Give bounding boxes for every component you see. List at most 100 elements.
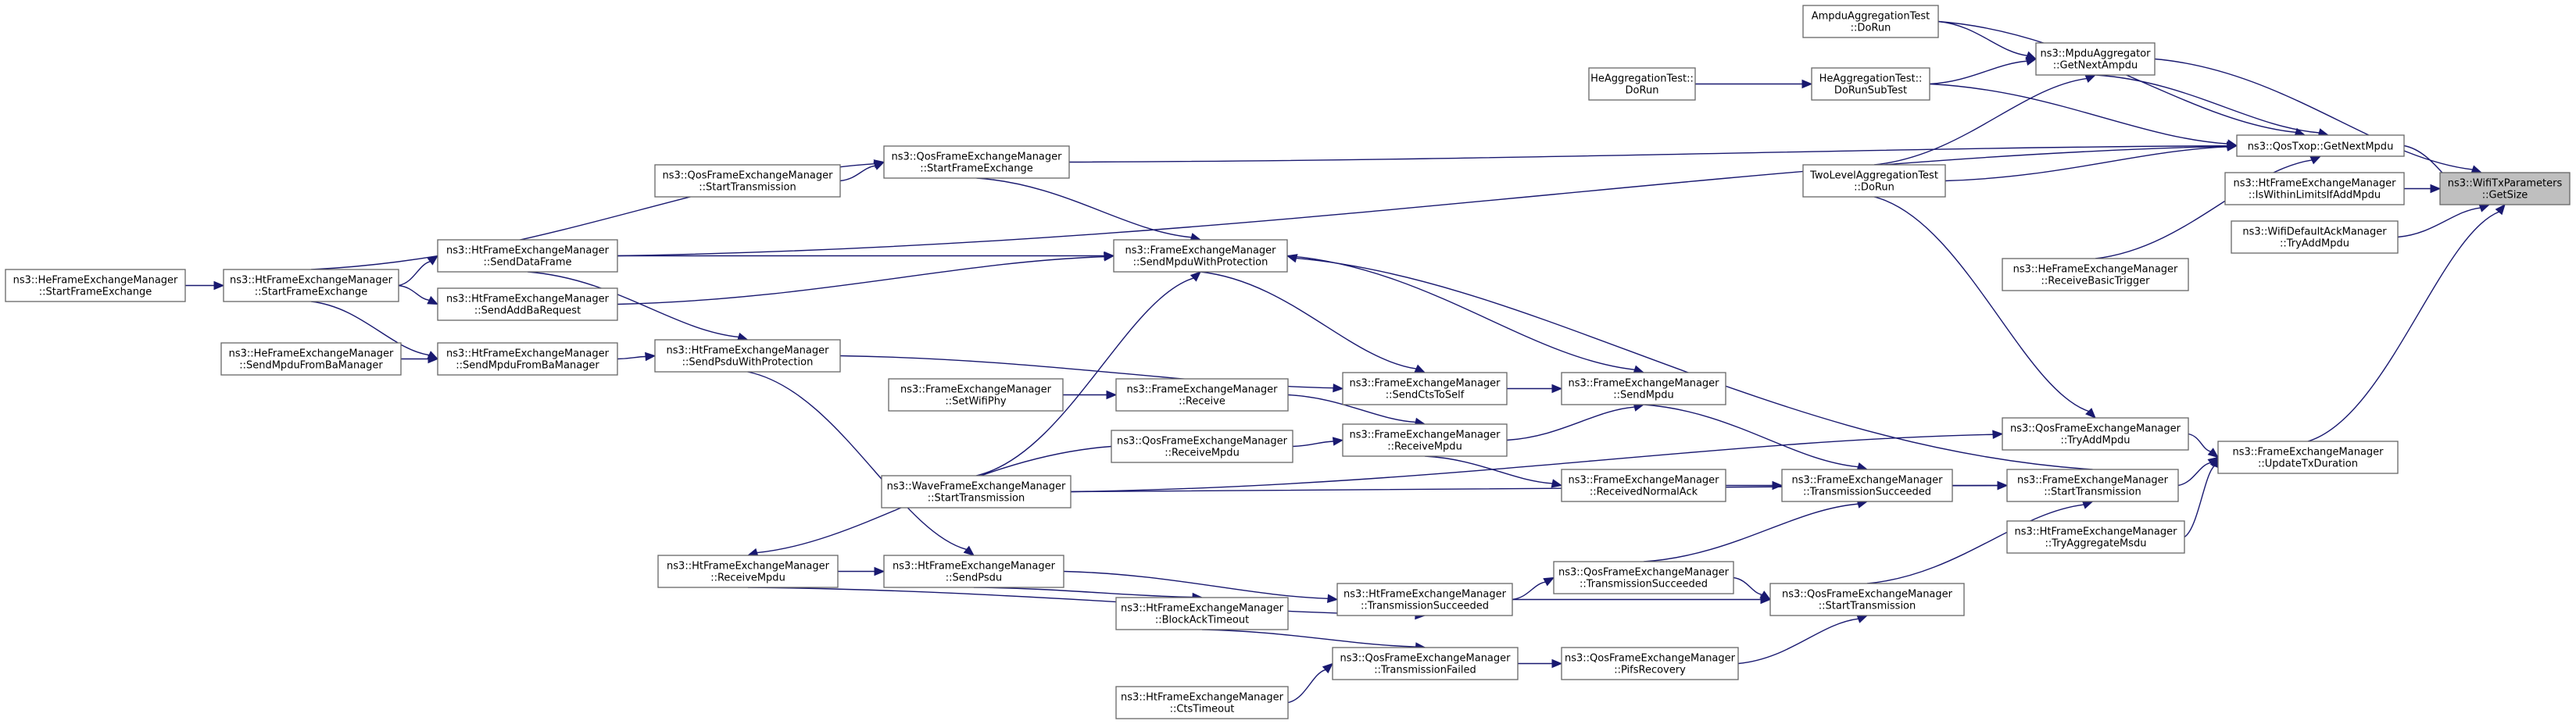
node-htfem-ctstimeout[interactable]: ns3::HtFrameExchangeManager::CtsTimeout: [1115, 686, 1289, 719]
node-label-line: ::ReceiveBasicTrigger: [2041, 276, 2151, 287]
node-htfem-blockacktimeout[interactable]: ns3::HtFrameExchangeManager::BlockAckTim…: [1115, 597, 1289, 630]
node-box: [1781, 469, 1953, 502]
arrowhead: [1322, 662, 1333, 674]
call-edge-fem_sendmpdu-to-fem_transmissionsucceeded: [1643, 404, 1869, 472]
call-edge-qosfem_transmissionsucceeded-to-fem_transmissionsucceeded: [1643, 499, 1869, 562]
node-label-line: ns3::HtFrameExchangeManager: [1121, 692, 1284, 704]
node-box: [1115, 378, 1289, 412]
edge-line: [527, 271, 739, 338]
call-edge-fem_sendctstoself-to-fem_sendmpdu: [1506, 384, 1563, 394]
edge-line: [1286, 255, 1635, 370]
edge-line: [617, 255, 1105, 305]
node-fem-sendctstoself[interactable]: ns3::FrameExchangeManager::SendCtsToSelf: [1342, 372, 1508, 405]
arrowhead: [1332, 437, 1344, 446]
node-htfem-tryaggregatemsdu[interactable]: ns3::HtFrameExchangeManager::TryAggregat…: [2006, 520, 2185, 554]
edge-line: [747, 371, 967, 551]
node-htfem-sendpsduwithprotection[interactable]: ns3::HtFrameExchangeManager::SendPsduWit…: [654, 339, 841, 373]
call-edge-fem_sendmpduwithprotection-to-fem_sendctstoself: [1200, 271, 1426, 373]
node-fem-receivednormalack[interactable]: ns3::FrameExchangeManager::ReceivedNorma…: [1561, 469, 1726, 502]
call-edge-qosfem_tryaddmpdu-to-fem_updatetxduration: [2188, 433, 2220, 459]
node-fem-receivempdu[interactable]: ns3::FrameExchangeManager::ReceiveMpdu: [1342, 423, 1508, 457]
node-label-line: ::ReceiveMpdu: [710, 573, 785, 584]
node-box: [888, 378, 1064, 412]
call-edge-htfem_transmissionsucceeded-to-qosfem_starttransmission: [1512, 594, 1772, 605]
node-label-line: ::GetNextAmpdu: [2053, 60, 2138, 72]
node-label-line: ::StartTransmission: [699, 182, 796, 194]
node-box: [1115, 597, 1289, 630]
node-box: [5, 269, 186, 302]
node-label-line: ::SendDataFrame: [483, 257, 571, 269]
node-box: [2002, 258, 2189, 291]
arrowhead: [428, 354, 439, 364]
node-wifidefaultack-tryaddmpdu[interactable]: ns3::WifiDefaultAckManager::TryAddMpdu: [2231, 220, 2399, 254]
edge-line: [2184, 466, 2215, 538]
node-qosfem-startframeexchange[interactable]: ns3::QosFrameExchangeManager::StartFrame…: [883, 145, 1070, 179]
edge-line: [747, 587, 1416, 616]
node-qosfem-pifsrecovery[interactable]: ns3::QosFrameExchangeManager::PifsRecove…: [1561, 647, 1739, 680]
node-heaggtest-dorun[interactable]: HeAggregationTest::DoRun: [1588, 67, 1696, 101]
node-qosfem-transmissionfailed[interactable]: ns3::QosFrameExchangeManager::Transmissi…: [1332, 647, 1519, 680]
edge-line: [617, 145, 2228, 257]
node-htfem-sendmpdufrombamanager[interactable]: ns3::HtFrameExchangeManager::SendMpduFro…: [437, 342, 618, 376]
node-twolevelaggtest-dorun[interactable]: TwoLevelAggregationTest::DoRun: [1802, 164, 1946, 198]
node-label-line: ::BlockAckTimeout: [1155, 615, 1249, 626]
node-label-line: ns3::FrameExchangeManager: [1349, 430, 1501, 441]
node-htfem-sendaddbarequest[interactable]: ns3::HtFrameExchangeManager::SendAddBaRe…: [437, 287, 618, 321]
node-box: [437, 342, 618, 376]
call-edge-ampduaggtest_dorun-to-mpduaggregator_getnextampdu: [1937, 20, 2038, 60]
node-htfem-senddataframe[interactable]: ns3::HtFrameExchangeManager::SendDataFra…: [437, 239, 618, 273]
node-fem-starttransmission[interactable]: ns3::FrameExchangeManager::StartTransmis…: [2006, 469, 2179, 502]
node-label-line: ::SendMpduFromBaManager: [239, 360, 383, 372]
node-htfem-receivempdu[interactable]: ns3::HtFrameExchangeManager::ReceiveMpdu: [657, 555, 839, 588]
node-label-line: ::DoRun: [1851, 23, 1891, 34]
node-hefem-sendmpdufrombamanager[interactable]: ns3::HeFrameExchangeManager::SendMpduFro…: [220, 342, 402, 376]
node-fem-sendmpduwithprotection[interactable]: ns3::FrameExchangeManager::SendMpduWithP…: [1113, 239, 1288, 273]
node-fem-sendmpdu[interactable]: ns3::FrameExchangeManager::SendMpdu: [1561, 372, 1726, 405]
node-label-line: ::CtsTimeout: [1170, 704, 1235, 716]
edge-line: [839, 165, 876, 182]
edge-line: [1945, 146, 2228, 182]
node-wavefem-starttransmission[interactable]: ns3::WaveFrameExchangeManager::StartTran…: [881, 475, 1072, 509]
node-ampduaggtest-dorun[interactable]: AmpduAggregationTest::DoRun: [1802, 5, 1939, 38]
node-label-line: ns3::WifiDefaultAckManager: [2242, 227, 2387, 238]
node-htfem-iswithinlimits[interactable]: ns3::HtFrameExchangeManager::IsWithinLim…: [2224, 172, 2405, 205]
edge-line: [2307, 211, 2499, 442]
node-qosfem-starttransmission[interactable]: ns3::QosFrameExchangeManager::StartTrans…: [1769, 583, 1965, 616]
node-label-line: ns3::QosTxop::GetNextMpdu: [2248, 141, 2394, 153]
node-qostxop-getnextmpdu[interactable]: ns3::QosTxop::GetNextMpdu: [2236, 134, 2405, 157]
node-label-line: ns3::QosFrameExchangeManager: [1782, 589, 1953, 601]
edge-line: [398, 284, 430, 301]
arrowhead: [2495, 204, 2506, 216]
node-qosfem-starttransmission-a[interactable]: ns3::QosFrameExchangeManager::StartTrans…: [654, 164, 841, 198]
node-label-line: ::SendAddBaRequest: [474, 305, 581, 317]
call-edge-htfem_sendmpdufrombamanager-to-htfem_sendpsduwithprotection: [617, 352, 657, 362]
node-heaggtest-dorunsubtest[interactable]: HeAggregationTest::DoRunSubTest: [1811, 67, 1930, 101]
node-mpduaggregator-getnextampdu[interactable]: ns3::MpduAggregator::GetNextAmpdu: [2035, 42, 2156, 76]
node-hefem-startframeexchange[interactable]: ns3::HeFrameExchangeManager::StartFrameE…: [5, 269, 186, 302]
node-fem-setwifiphy[interactable]: ns3::FrameExchangeManager::SetWifiPhy: [888, 378, 1064, 412]
graph-nodes: ns3::WifiTxParameters::GetSize ns3::QosTx…: [5, 5, 2571, 719]
root-node-wifitxparameters-getsize[interactable]: ns3::WifiTxParameters::GetSize: [2439, 172, 2571, 205]
node-qosfem-transmissionsucceeded[interactable]: ns3::QosFrameExchangeManager::Transmissi…: [1553, 561, 1734, 594]
node-htfem-transmissionsucceeded[interactable]: ns3::HtFrameExchangeManager::Transmissio…: [1336, 583, 1513, 616]
node-label-line: ::SetWifiPhy: [945, 396, 1007, 408]
arrowhead: [2025, 56, 2038, 66]
arrowhead: [2478, 203, 2491, 212]
node-htfem-receive[interactable]: ns3::FrameExchangeManager::Receive: [1115, 378, 1289, 412]
node-fem-transmissionsucceeded[interactable]: ns3::FrameExchangeManager::TransmissionS…: [1781, 469, 1953, 502]
node-label-line: ::ReceiveMpdu: [1165, 448, 1240, 459]
node-box: [657, 555, 839, 588]
edge-line: [1296, 257, 2093, 470]
node-hefem-receivebasictrigger[interactable]: ns3::HeFrameExchangeManager::ReceiveBasi…: [2002, 258, 2189, 291]
call-edge-twolevelaggtest_dorun-to-mpduaggregator_getnextampdu: [1873, 74, 2097, 166]
node-qosfem-tryaddmpdu[interactable]: ns3::QosFrameExchangeManager::TryAddMpdu: [2002, 417, 2189, 451]
edge-line: [1873, 196, 2089, 412]
edge-line: [1512, 581, 1546, 601]
node-htfem-startframeexchange[interactable]: ns3::HtFrameExchangeManager::StartFrameE…: [223, 269, 399, 302]
node-fem-updatetxduration[interactable]: ns3::FrameExchangeManager::UpdateTxDurat…: [2217, 441, 2399, 474]
node-htfem-sendpsdu[interactable]: ns3::HtFrameExchangeManager::SendPsdu: [883, 555, 1064, 588]
node-box: [1802, 164, 1946, 198]
node-box: [2217, 441, 2399, 474]
node-qosfem-receivempdu[interactable]: ns3::QosFrameExchangeManager::ReceiveMpd…: [1111, 430, 1293, 463]
node-label-line: ::SendMpdu: [1613, 390, 1673, 401]
